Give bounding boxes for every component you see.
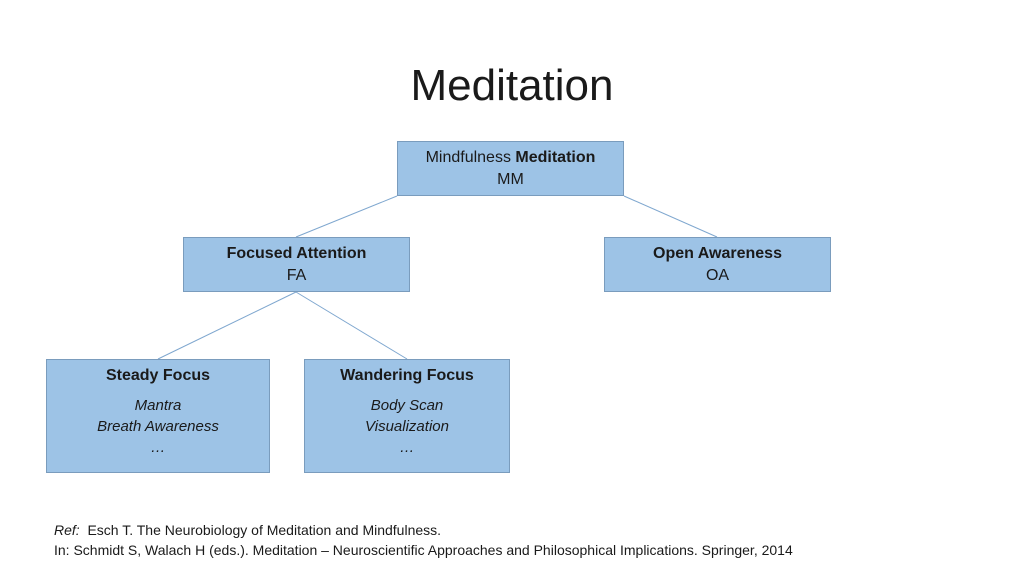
node-wandering-item: … xyxy=(399,439,415,456)
reference-prefix: Ref: xyxy=(54,522,80,538)
node-steady-focus: Steady Focus Mantra Breath Awareness … xyxy=(46,359,270,473)
node-oa-label: Open Awareness xyxy=(653,245,782,262)
node-mm-abbr: MM xyxy=(497,171,524,188)
node-mm-title-bold: Meditation xyxy=(515,149,596,166)
node-fa-label: Focused Attention xyxy=(226,245,367,262)
node-wandering-label: Wandering Focus xyxy=(340,367,474,384)
node-wandering-item: Visualization xyxy=(365,418,449,435)
node-wandering-focus: Wandering Focus Body Scan Visualization … xyxy=(304,359,510,473)
node-steady-label: Steady Focus xyxy=(105,367,211,384)
node-oa-abbr: OA xyxy=(705,267,730,284)
node-steady-item: … xyxy=(150,439,166,456)
connector-fa-wandering xyxy=(295,291,408,360)
node-open-awareness: Open Awareness OA xyxy=(604,237,831,292)
connector-mm-fa xyxy=(295,195,398,238)
reference-line-1-text: Esch T. The Neurobiology of Meditation a… xyxy=(87,522,442,538)
connector-fa-steady xyxy=(157,291,297,360)
node-mindfulness-meditation: Mindfulness Meditation MM xyxy=(397,141,624,196)
node-mm-title-normal: Mindfulness xyxy=(425,149,516,166)
reference-line-2: In: Schmidt S, Walach H (eds.). Meditati… xyxy=(54,542,793,558)
reference-citation: Ref: Esch T. The Neurobiology of Meditat… xyxy=(54,520,793,560)
page-title: Meditation xyxy=(410,61,614,110)
node-steady-item: Breath Awareness xyxy=(97,418,219,435)
node-fa-abbr: FA xyxy=(286,267,307,284)
node-mm-title: Mindfulness Meditation xyxy=(398,147,623,169)
node-focused-attention: Focused Attention FA xyxy=(183,237,410,292)
node-steady-item: Mantra xyxy=(134,397,182,414)
connector-mm-oa xyxy=(623,195,718,238)
reference-line-1: Ref: Esch T. The Neurobiology of Meditat… xyxy=(54,520,793,540)
node-wandering-item: Body Scan xyxy=(370,397,444,414)
